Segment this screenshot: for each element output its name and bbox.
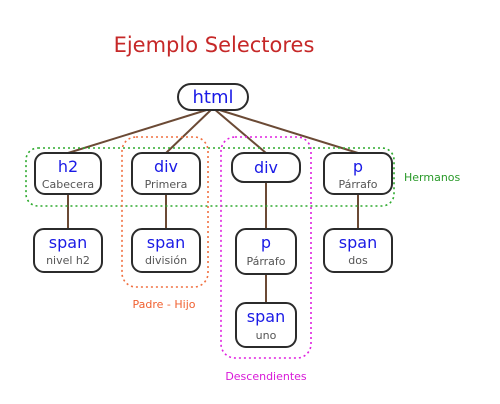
node-p-div2-tag: p bbox=[261, 233, 271, 252]
node-div1-tag: div bbox=[154, 157, 178, 176]
node-div1-sub: Primera bbox=[145, 178, 188, 191]
diagram-title: Ejemplo Selectores bbox=[114, 33, 315, 57]
node-span-uno-tag: span bbox=[247, 307, 285, 326]
node-span-division: span división bbox=[131, 228, 201, 273]
hermanos-label: Hermanos bbox=[404, 171, 461, 184]
node-p1-sub: Párrafo bbox=[338, 178, 377, 191]
node-h2-tag: h2 bbox=[58, 157, 78, 176]
node-p-div2-sub: Párrafo bbox=[246, 255, 285, 268]
node-span-p1-tag: span bbox=[339, 233, 377, 252]
node-h2-sub: Cabecera bbox=[42, 178, 94, 191]
node-span-p1-sub: dos bbox=[348, 254, 368, 267]
node-p-parrafo: p Párrafo bbox=[323, 152, 393, 195]
node-span-h2-tag: span bbox=[49, 233, 87, 252]
node-div-descendientes: div bbox=[231, 152, 301, 183]
node-span-div1-tag: span bbox=[147, 233, 185, 252]
node-span-h2-sub: nivel h2 bbox=[46, 254, 90, 267]
node-span-uno-sub: uno bbox=[256, 329, 277, 342]
node-span-dos: span dos bbox=[323, 228, 393, 273]
edge-html-div1 bbox=[165, 107, 214, 154]
tree-edges bbox=[67, 107, 359, 303]
node-h2: h2 Cabecera bbox=[34, 152, 102, 195]
descendientes-label: Descendientes bbox=[225, 370, 307, 383]
edge-html-p1 bbox=[212, 107, 359, 154]
edge-html-div2 bbox=[212, 107, 267, 154]
node-html-tag: html bbox=[192, 87, 233, 108]
padre-hijo-group-outline bbox=[121, 136, 209, 288]
node-html: html bbox=[177, 83, 249, 111]
edge-html-h2 bbox=[67, 107, 214, 154]
node-div-primera: div Primera bbox=[131, 152, 201, 195]
node-span-div1-sub: división bbox=[145, 254, 187, 267]
node-span-uno: span uno bbox=[235, 302, 297, 348]
padre-hijo-label: Padre - Hijo bbox=[133, 298, 196, 311]
node-p-in-div: p Párrafo bbox=[235, 228, 297, 275]
hermanos-group-outline bbox=[25, 147, 395, 207]
node-p1-tag: p bbox=[353, 157, 363, 176]
node-span-nivel-h2: span nivel h2 bbox=[33, 228, 103, 273]
descendientes-group-outline bbox=[220, 136, 312, 359]
node-div2-tag: div bbox=[254, 158, 278, 177]
